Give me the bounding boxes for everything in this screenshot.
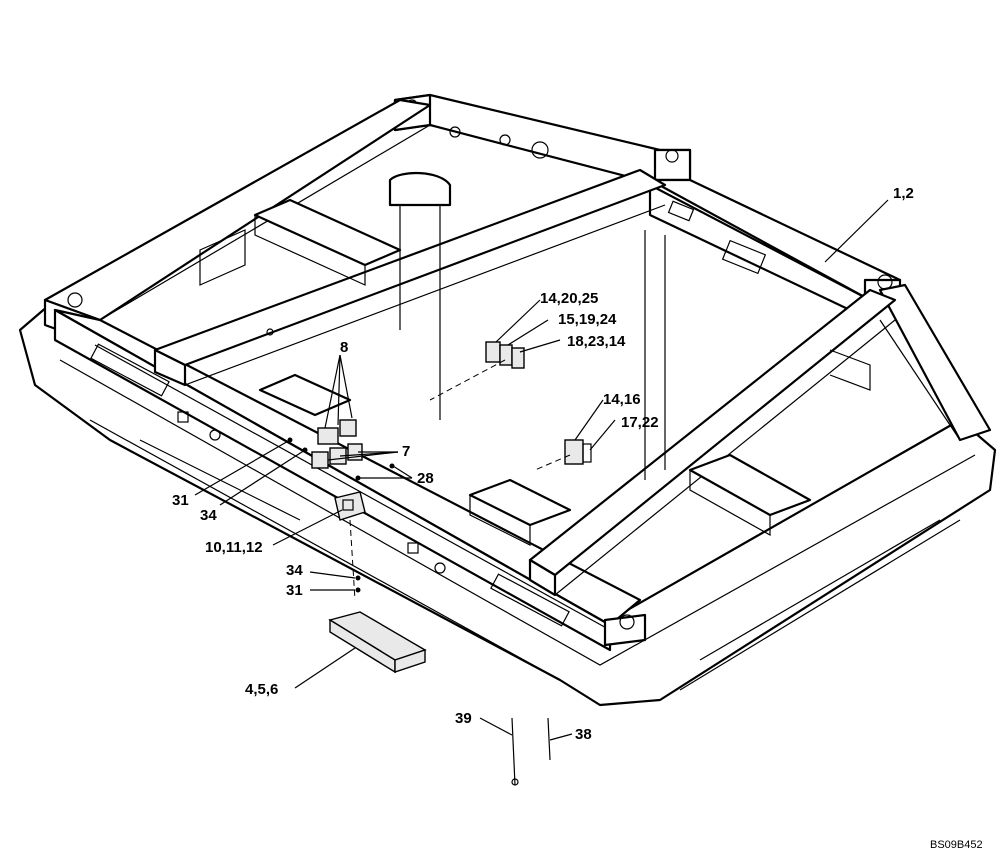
callout-28: 28 (417, 470, 434, 487)
leader-lines (194, 199, 889, 741)
left-side-beam (43, 98, 432, 347)
drawing-number: BS09B452 (930, 839, 983, 851)
callout-31-upper: 31 (172, 492, 189, 509)
cable-tie-39 (511, 717, 519, 786)
relay-block-8 (317, 419, 357, 445)
right-end-frame (878, 283, 992, 442)
diagonal-beam (153, 168, 667, 387)
callout-18-23-14: 18,23,14 (567, 333, 626, 350)
fuse-box-4-5-6 (328, 611, 427, 674)
front-cross-beam (528, 288, 897, 597)
callout-1-2: 1,2 (893, 185, 914, 202)
cable-tie-38 (547, 717, 551, 761)
callout-39: 39 (455, 710, 472, 727)
callout-38: 38 (575, 726, 592, 743)
callout-17-22: 17,22 (621, 414, 659, 431)
install-lines (349, 359, 571, 601)
inner-structure (199, 171, 871, 546)
callout-10-11-12: 10,11,12 (205, 539, 263, 556)
right-side-beam (648, 178, 902, 312)
switch-14-16 (564, 439, 592, 465)
callout-labels: 1,2 8 14,20,25 15,19,24 18,23,14 14,16 1… (172, 185, 914, 743)
bracket-10-11-12 (334, 491, 366, 521)
switch-14-20-25 (485, 341, 525, 369)
rear-beam (393, 93, 692, 187)
callout-15-19-24: 15,19,24 (558, 311, 617, 328)
callout-7: 7 (402, 443, 410, 460)
callout-14-20-25: 14,20,25 (540, 290, 598, 307)
callout-14-16: 14,16 (603, 391, 641, 408)
callout-4-5-6: 4,5,6 (245, 681, 278, 698)
front-beam (53, 308, 647, 652)
callout-31-lower: 31 (286, 582, 303, 599)
callout-8: 8 (340, 339, 348, 356)
callout-34-upper: 34 (200, 507, 217, 524)
callout-34-lower: 34 (286, 562, 303, 579)
